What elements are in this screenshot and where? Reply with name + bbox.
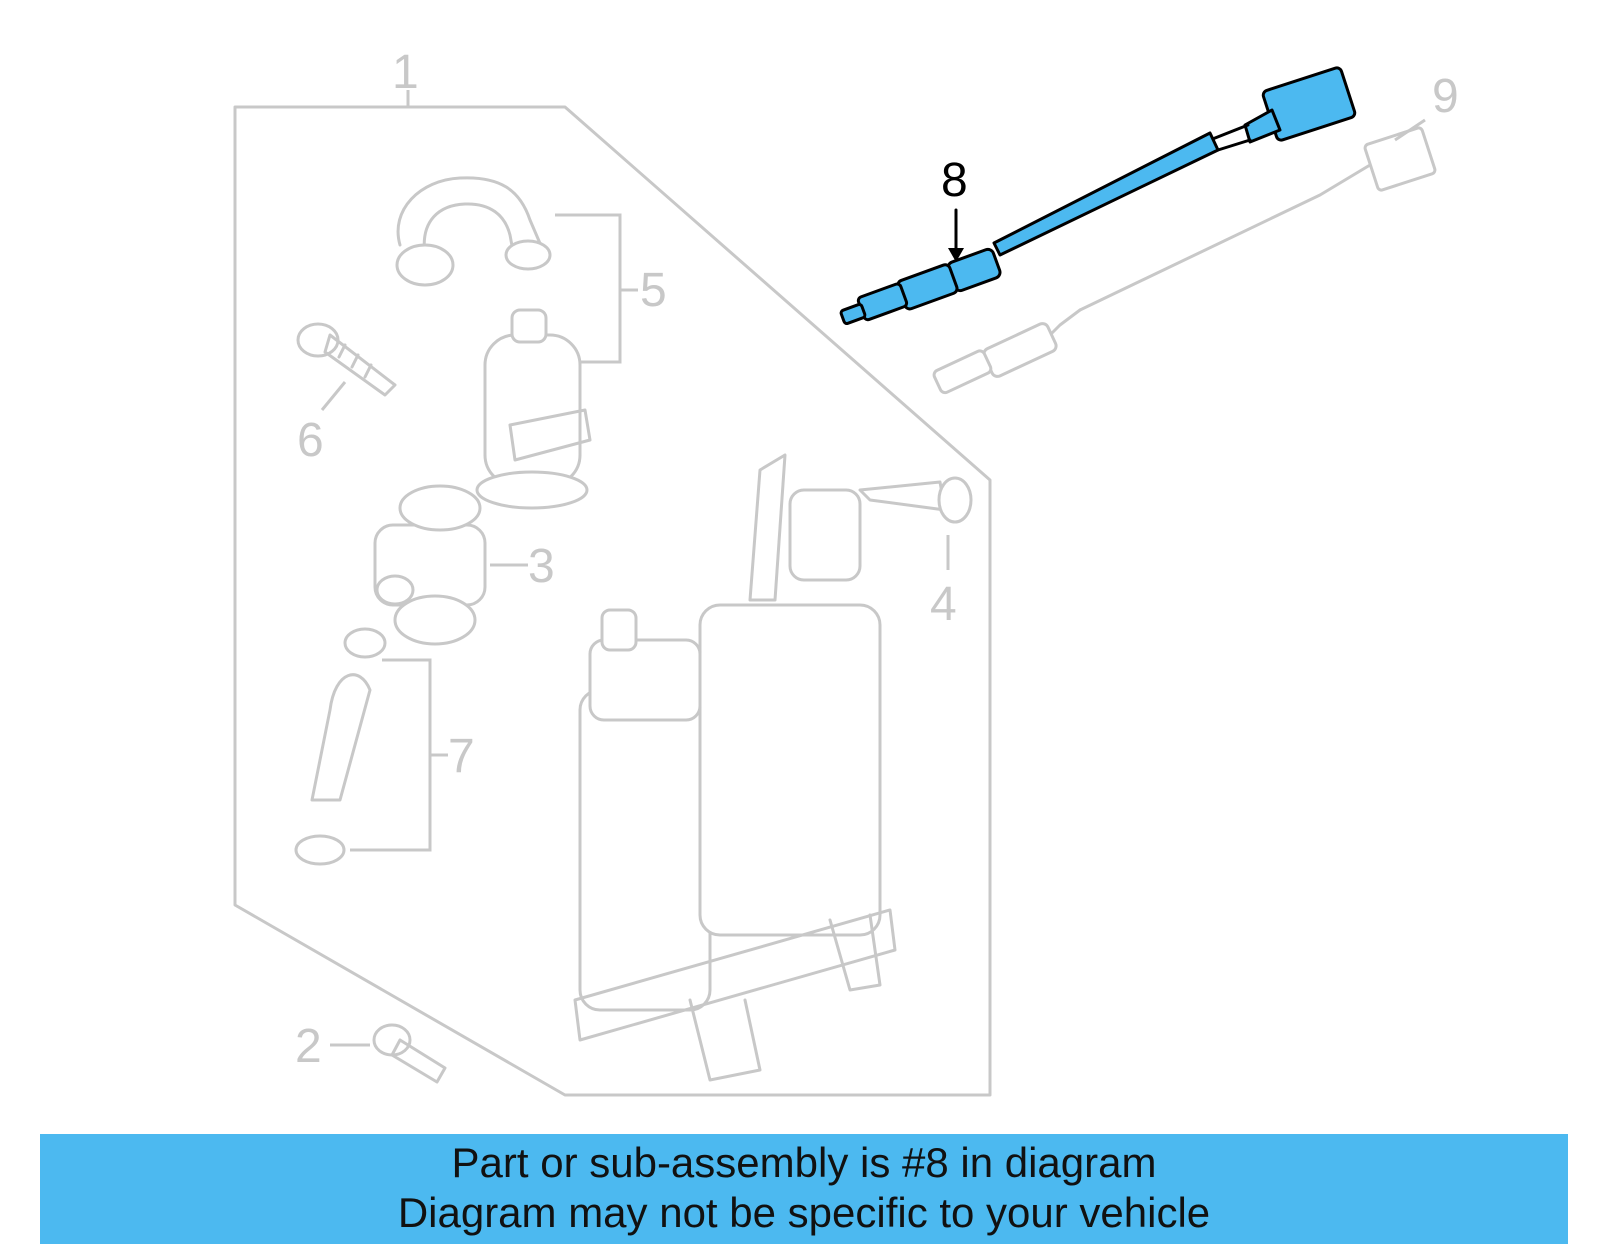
callout-6[interactable]: 6	[297, 414, 324, 467]
info-banner: Part or sub-assembly is #8 in diagram Di…	[40, 1134, 1568, 1244]
callout-8[interactable]: 8	[941, 154, 968, 207]
callout-9[interactable]: 9	[1432, 70, 1459, 123]
part-2-bolt[interactable]	[372, 1023, 447, 1084]
banner-line-1: Part or sub-assembly is #8 in diagram	[451, 1139, 1157, 1186]
callout-3[interactable]: 3	[528, 540, 555, 593]
charcoal-canister[interactable]	[573, 453, 897, 1082]
callout-7[interactable]: 7	[448, 730, 475, 783]
part-6-screw[interactable]	[296, 322, 397, 397]
part-5-filter[interactable]	[475, 308, 592, 510]
parts-diagram: 1 5 6 3 7	[233, 46, 1459, 1097]
part-8-oxygen-sensor[interactable]	[839, 66, 1357, 325]
callout-1[interactable]: 1	[392, 46, 419, 99]
part-9-oxygen-sensor[interactable]	[932, 126, 1437, 395]
callout-4[interactable]: 4	[930, 578, 957, 631]
part-7-hose[interactable]	[294, 627, 387, 866]
callout-2[interactable]: 2	[295, 1020, 322, 1073]
assembly-outline	[233, 105, 992, 1097]
part-5-hose[interactable]	[395, 176, 552, 287]
part-4-screw[interactable]	[858, 476, 973, 524]
banner-line-2: Diagram may not be specific to your vehi…	[397, 1189, 1211, 1236]
callout-5[interactable]: 5	[640, 264, 667, 317]
part-3-valve[interactable]	[373, 484, 487, 646]
